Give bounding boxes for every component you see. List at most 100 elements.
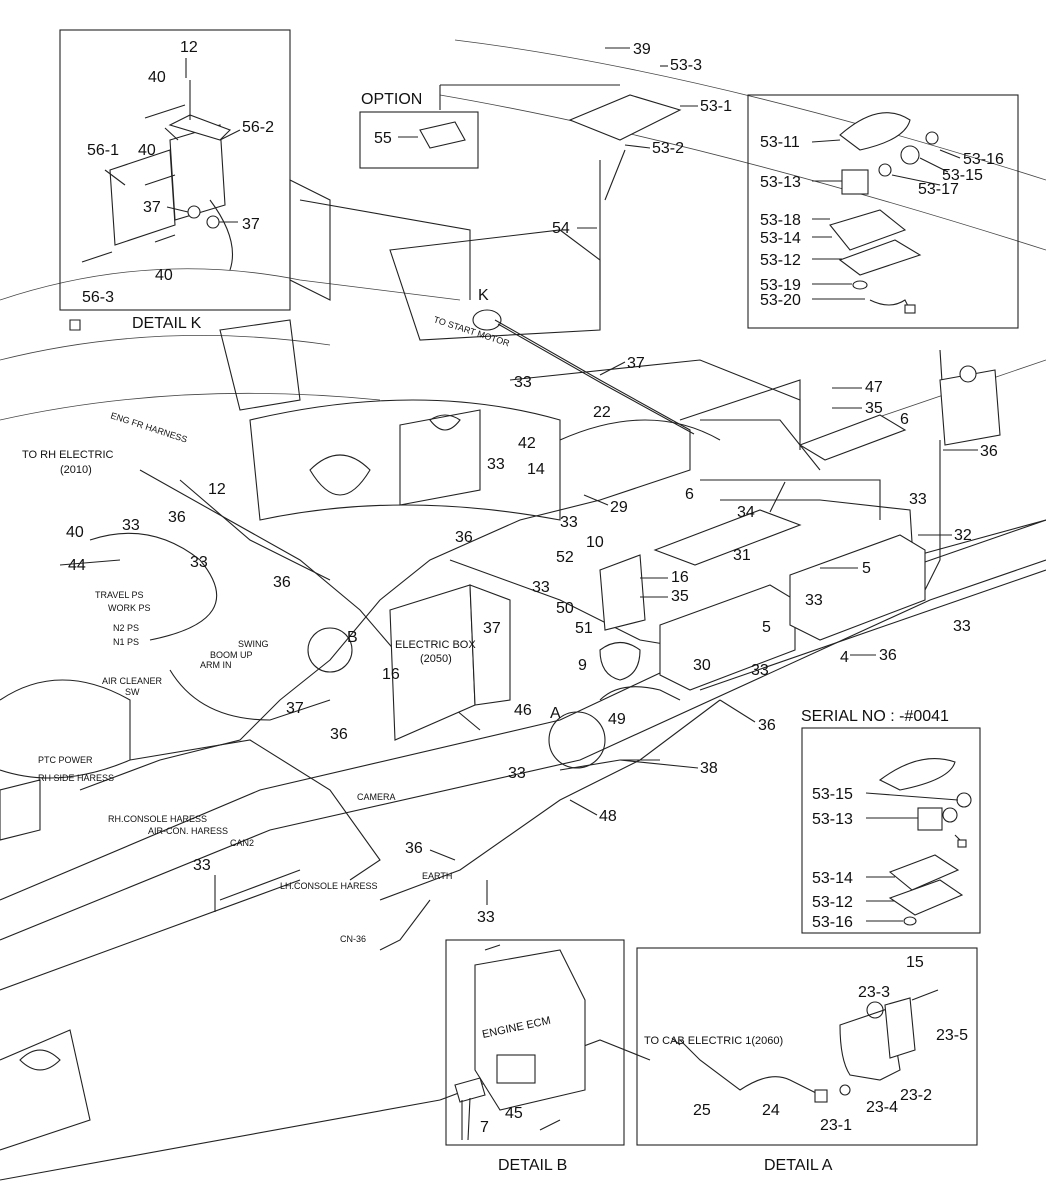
dk-label-12: 12 (180, 39, 198, 56)
label-49: 49 (608, 711, 626, 728)
label-4: 4 (840, 649, 849, 666)
label-36b: 36 (168, 509, 186, 526)
ecm-connector (496, 1054, 536, 1084)
label-48: 48 (599, 808, 617, 825)
leader-lines (59, 47, 978, 912)
sd-label-53-15: 53-15 (812, 786, 853, 803)
cap-53-11 (839, 112, 911, 151)
db-label-45: 45 (505, 1105, 523, 1122)
label-51: 51 (575, 620, 593, 637)
part-53-13 (841, 169, 869, 195)
note-cn36: CN-36 (340, 934, 366, 944)
label-34: 34 (737, 504, 755, 521)
a-marker-circle (548, 711, 606, 769)
d53-label-53-16: 53-16 (963, 151, 1004, 168)
note-rh-console-harness: RH.CONSOLE HARESS (108, 814, 207, 824)
reserve-tank (939, 369, 1001, 446)
bracket-23-2 (839, 1007, 901, 1081)
label-39: 39 (633, 41, 651, 58)
label-33c: 33 (122, 517, 140, 534)
label-33h: 33 (751, 662, 769, 679)
note-lh-console-harness: LH.CONSOLE HARESS (280, 881, 378, 891)
sd-label-53-14: 53-14 (812, 870, 853, 887)
label-36a: 36 (980, 443, 998, 460)
label-35b: 35 (671, 588, 689, 605)
db-label-7: 7 (480, 1119, 489, 1136)
note-travel-ps: TRAVEL PS (95, 590, 144, 600)
label-54: 54 (552, 220, 570, 237)
da-label-23-2: 23-2 (900, 1087, 932, 1104)
label-36d: 36 (273, 574, 291, 591)
serial-frame (801, 727, 981, 934)
plate-56-1 (109, 149, 176, 246)
note-eng-fr-harness: ENG FR HARNESS (109, 410, 188, 444)
gasket-53-14 (829, 209, 907, 251)
b-marker-circle (307, 627, 353, 673)
label-33a: 33 (514, 374, 532, 391)
label-5b: 5 (762, 619, 771, 636)
label-36e: 36 (879, 647, 897, 664)
label-16b: 16 (382, 666, 400, 683)
note-n2-ps: N2 PS (113, 623, 139, 633)
tank-cap (959, 365, 977, 383)
note-electric-box-ref: (2050) (420, 653, 452, 665)
label-16a: 16 (671, 569, 689, 586)
sd-label-53-13: 53-13 (812, 811, 853, 828)
label-33b: 33 (487, 456, 505, 473)
frame-structure (0, 39, 1046, 1181)
label-33f: 33 (805, 592, 823, 609)
note-arm-in: ARM IN (200, 660, 232, 670)
detail-b-frame (445, 939, 625, 1146)
d53-label-53-14: 53-14 (760, 230, 801, 247)
da-label-23-5: 23-5 (936, 1027, 968, 1044)
battery-2 (789, 534, 926, 641)
detail-k-title: DETAIL K (132, 315, 202, 332)
label-33l: 33 (193, 857, 211, 874)
label-6b: 6 (685, 486, 694, 503)
label-22: 22 (593, 404, 611, 421)
option-frame (359, 111, 479, 169)
label-10: 10 (586, 534, 604, 551)
da-label-23-1: 23-1 (820, 1117, 852, 1134)
label-33i: 33 (508, 765, 526, 782)
label-5a: 5 (862, 560, 871, 577)
note-to-rh-electric: TO RH ELECTRIC (22, 449, 114, 461)
to-cab-electric-note: TO CAB ELECTRIC 1(2060) (644, 1035, 783, 1047)
note-rh-side-harness: RH SIDE HARESS (38, 773, 114, 783)
label-47: 47 (865, 379, 883, 396)
label-33m: 33 (477, 909, 495, 926)
marker-a: A (550, 705, 561, 722)
battery-1 (659, 584, 796, 691)
serial-title: SERIAL NO : -#0041 (801, 708, 949, 725)
battery-cover-6a (653, 509, 802, 566)
label-36h: 36 (405, 840, 423, 857)
note-can2: CAN2 (230, 838, 254, 848)
d53-label-53-20: 53-20 (760, 292, 801, 309)
label-12: 12 (208, 481, 226, 498)
label-37a: 37 (627, 355, 645, 372)
label-31: 31 (733, 547, 751, 564)
d53-label-53-15: 53-15 (942, 167, 983, 184)
label-33j: 33 (909, 491, 927, 508)
detail-53-frame (747, 94, 1019, 329)
battery-cover-6b (798, 414, 907, 461)
label-53-2: 53-2 (652, 140, 684, 157)
dk-label-37b: 37 (242, 216, 260, 233)
detail-a-frame (636, 947, 978, 1146)
note-boom-up: BOOM UP (210, 650, 253, 660)
dk-label-40a: 40 (148, 69, 166, 86)
label-37b: 37 (483, 620, 501, 637)
da-label-23-4: 23-4 (866, 1099, 898, 1116)
d53-label-53-12: 53-12 (760, 252, 801, 269)
label-53-3: 53-3 (670, 57, 702, 74)
plate-53-1 (568, 94, 682, 141)
detail-a (636, 947, 978, 1146)
detail-k-frame (59, 29, 291, 311)
base-53-12 (838, 239, 922, 276)
d53-label-53-11: 53-11 (760, 134, 800, 151)
label-40: 40 (66, 524, 84, 541)
da-label-24: 24 (762, 1102, 780, 1119)
dk-label-56-2: 56-2 (242, 119, 274, 136)
d53-label-53-17: 53-17 (918, 181, 959, 198)
